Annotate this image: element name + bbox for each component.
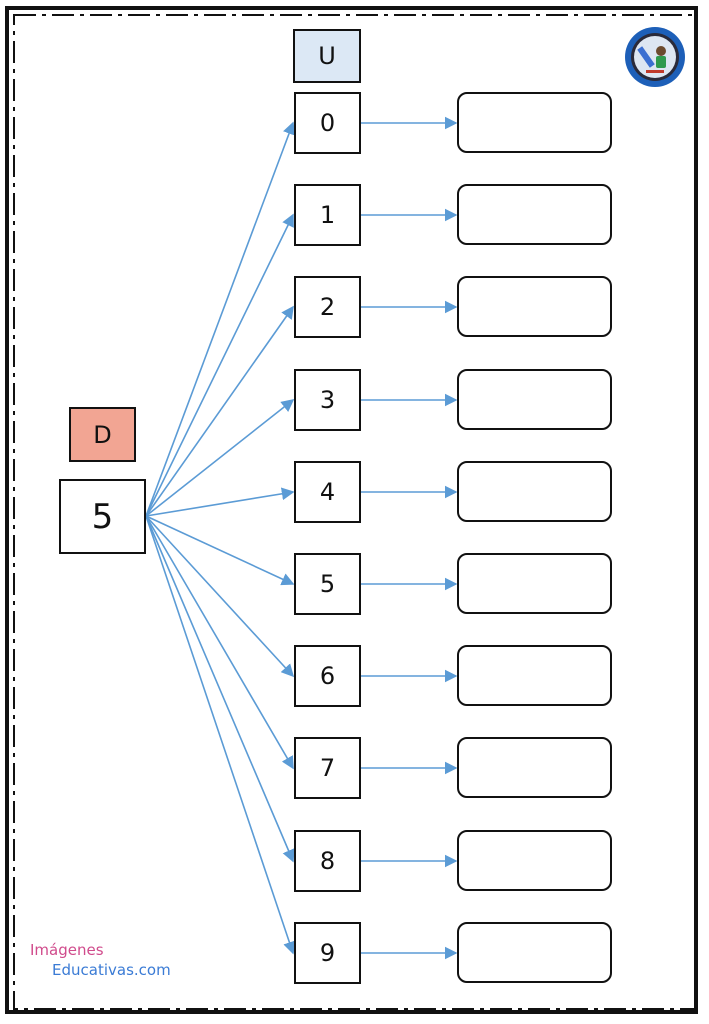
watermark-line2: Educativas.com bbox=[52, 961, 171, 979]
unit-digit-box: 3 bbox=[294, 369, 361, 431]
answer-box[interactable] bbox=[457, 922, 612, 983]
unit-digit-box: 9 bbox=[294, 922, 361, 984]
answer-box[interactable] bbox=[457, 737, 612, 798]
answer-box[interactable] bbox=[457, 645, 612, 706]
answer-box[interactable] bbox=[457, 553, 612, 614]
watermark: Imágenes Educativas.com bbox=[30, 940, 171, 980]
watermark-line1: Imágenes bbox=[30, 941, 104, 959]
unit-digit-box: 7 bbox=[294, 737, 361, 799]
pencil-boy-badge-icon bbox=[625, 27, 685, 87]
answer-box[interactable] bbox=[457, 276, 612, 337]
answer-box[interactable] bbox=[457, 830, 612, 891]
unit-digit-box: 1 bbox=[294, 184, 361, 246]
unit-digit-box: 5 bbox=[294, 553, 361, 615]
unit-digit-box: 4 bbox=[294, 461, 361, 523]
unit-digit-box: 0 bbox=[294, 92, 361, 154]
units-header: U bbox=[293, 29, 361, 83]
answer-box[interactable] bbox=[457, 92, 612, 153]
answer-box[interactable] bbox=[457, 461, 612, 522]
unit-digit-box: 6 bbox=[294, 645, 361, 707]
unit-digit-box: 2 bbox=[294, 276, 361, 338]
answer-box[interactable] bbox=[457, 184, 612, 245]
tens-header: D bbox=[69, 407, 136, 462]
tens-value-box: 5 bbox=[59, 479, 146, 554]
dashed-inner-border bbox=[13, 14, 698, 1010]
unit-digit-box: 8 bbox=[294, 830, 361, 892]
answer-box[interactable] bbox=[457, 369, 612, 430]
